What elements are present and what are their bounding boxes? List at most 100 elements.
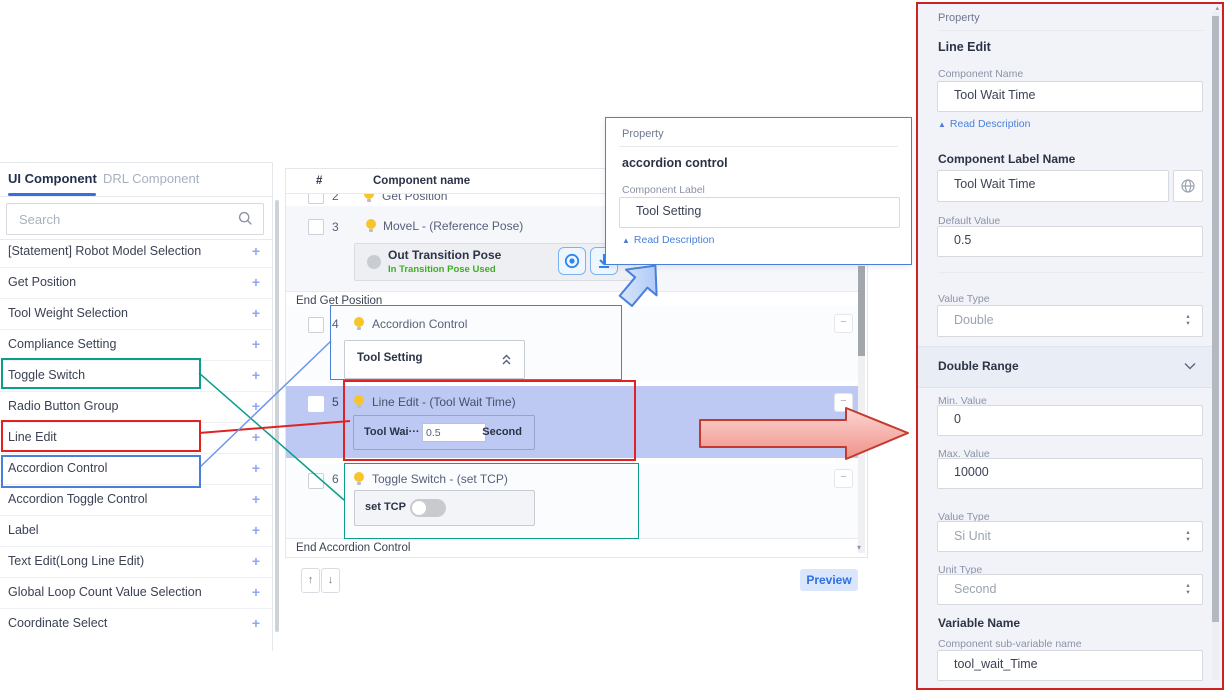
sidebar-item-label: Tool Weight Selection xyxy=(8,306,128,320)
field-label: Tool Wai··· xyxy=(364,426,420,438)
add-icon[interactable]: + xyxy=(251,336,260,352)
red-callout-arrow-icon xyxy=(699,407,909,460)
sub-variable-input[interactable] xyxy=(952,656,1181,672)
sidebar-item-statement-robot-model-selection[interactable]: [Statement] Robot Model Selection+ xyxy=(0,236,272,268)
read-description-link[interactable]: ▲Read Description xyxy=(622,234,715,246)
table-row-accordion-control[interactable]: 4 Accordion Control Tool Setting − xyxy=(286,306,865,381)
preview-button[interactable]: Preview xyxy=(800,569,858,591)
double-range-section-header[interactable]: Double Range xyxy=(918,346,1218,388)
collapse-row-button[interactable]: − xyxy=(834,314,853,333)
sidebar-item-coordinate-select[interactable]: Coordinate Select + xyxy=(0,608,272,639)
line-edit-field-box: Tool Wai··· Second xyxy=(353,415,535,450)
sidebar-item-radio-button-group[interactable]: Radio Button Group+ xyxy=(0,391,272,423)
sidebar-item-global-loop-count[interactable]: Global Loop Count Value Selection+ xyxy=(0,577,272,609)
popup-heading: accordion control xyxy=(622,156,728,170)
collapse-row-button[interactable]: − xyxy=(834,393,853,412)
min-value-input[interactable] xyxy=(952,411,1181,427)
component-label-input[interactable] xyxy=(634,203,876,219)
move-up-button[interactable]: ↑ xyxy=(301,568,320,593)
wait-time-input[interactable] xyxy=(422,423,486,442)
si-value-type-select[interactable]: Si Unit ▴▾ xyxy=(937,521,1203,552)
min-value-label: Min. Value xyxy=(938,395,987,407)
table-row-toggle-switch[interactable]: 6 Toggle Switch - (set TCP) set TCP − xyxy=(286,464,865,538)
set-tcp-toggle[interactable] xyxy=(410,499,446,517)
record-pose-button[interactable] xyxy=(558,247,586,275)
line-edit-property-panel: Property Line Edit Component Name ▲Read … xyxy=(916,2,1224,690)
sidebar-item-label: Accordion Toggle Control xyxy=(8,492,148,506)
add-icon[interactable]: + xyxy=(251,615,260,631)
add-icon[interactable]: + xyxy=(251,398,260,414)
sidebar-item-tool-weight-selection[interactable]: Tool Weight Selection + xyxy=(0,298,272,330)
default-value-input[interactable] xyxy=(952,232,1181,248)
row-name: Line Edit - (Tool Wait Time) xyxy=(372,395,516,409)
scroll-down-arrow-icon[interactable]: ▾ xyxy=(857,543,862,552)
stepper-icon: ▴▾ xyxy=(1186,529,1190,543)
sidebar-item-label: Label xyxy=(8,523,39,537)
sidebar-item-label: Line Edit xyxy=(8,430,57,444)
add-icon[interactable]: + xyxy=(251,584,260,600)
add-icon[interactable]: + xyxy=(251,274,260,290)
add-icon[interactable]: + xyxy=(251,243,260,259)
sidebar-item-label: Toggle Switch xyxy=(8,368,86,382)
row-checkbox[interactable] xyxy=(308,317,324,333)
row-checkbox[interactable] xyxy=(308,194,324,204)
row-checkbox[interactable] xyxy=(308,219,324,235)
default-value-input-box xyxy=(937,226,1203,257)
add-icon[interactable]: + xyxy=(251,491,260,507)
triangle-up-icon: ▲ xyxy=(938,120,946,129)
sidebar-scrollbar[interactable] xyxy=(275,200,279,632)
table-scrollbar-track[interactable] xyxy=(858,264,865,553)
sidebar-item-label: Coordinate Select xyxy=(8,616,108,630)
scroll-up-arrow-icon[interactable]: ▴ xyxy=(1215,5,1219,12)
max-value-label: Max. Value xyxy=(938,448,990,460)
add-icon[interactable]: + xyxy=(251,429,260,445)
panel-scrollbar-thumb[interactable] xyxy=(1212,16,1219,622)
sidebar-item-get-position[interactable]: Get Position+ xyxy=(0,267,272,299)
add-icon[interactable]: + xyxy=(251,460,260,476)
value-type-select[interactable]: Double ▴▾ xyxy=(937,305,1203,337)
sidebar-item-label-component[interactable]: Label + xyxy=(0,515,272,547)
triangle-up-icon: ▲ xyxy=(622,236,630,245)
table-row-get-position[interactable]: 2 Get Position xyxy=(286,194,865,206)
si-value-type-label: Value Type xyxy=(938,511,990,523)
add-icon[interactable]: + xyxy=(251,367,260,383)
sub-variable-label: Component sub-variable name xyxy=(938,638,1082,650)
search-icon xyxy=(238,211,252,225)
collapse-chevrons-icon[interactable] xyxy=(501,353,512,366)
bulb-icon xyxy=(354,472,364,485)
unit-type-select[interactable]: Second ▴▾ xyxy=(937,574,1203,605)
sidebar-item-accordion-control[interactable]: Accordion Control+ xyxy=(0,453,272,485)
component-name-input[interactable] xyxy=(952,87,1181,103)
collapse-row-button[interactable]: − xyxy=(834,469,853,488)
accordion-label: Tool Setting xyxy=(357,352,423,364)
row-number: 5 xyxy=(332,395,339,409)
sidebar-item-toggle-switch[interactable]: Toggle Switch + xyxy=(0,360,272,392)
add-icon[interactable]: + xyxy=(251,305,260,321)
bulb-icon xyxy=(366,219,376,232)
unit-type-value: Second xyxy=(954,582,997,596)
search-input[interactable] xyxy=(17,208,231,230)
tab-ui-component[interactable]: UI Component xyxy=(8,171,97,186)
sidebar-item-text-edit[interactable]: Text Edit(Long Line Edit)+ xyxy=(0,546,272,578)
pose-status-dot xyxy=(367,255,381,269)
row-checkbox[interactable] xyxy=(308,396,324,412)
row-checkbox[interactable] xyxy=(308,473,324,489)
read-description-link[interactable]: ▲Read Description xyxy=(938,118,1031,130)
add-icon[interactable]: + xyxy=(251,553,260,569)
translate-button[interactable] xyxy=(1173,170,1203,202)
table-scrollbar-thumb[interactable] xyxy=(858,266,865,356)
component-label-name-input[interactable] xyxy=(952,176,1152,192)
value-type-label: Value Type xyxy=(938,293,990,305)
tab-drl-component[interactable]: DRL Component xyxy=(103,171,200,186)
transition-pose-box: Out Transition Pose In Transition Pose U… xyxy=(354,243,636,281)
accordion-header[interactable]: Tool Setting xyxy=(344,340,525,379)
sidebar-item-accordion-toggle-control[interactable]: Accordion Toggle Control + xyxy=(0,484,272,516)
max-value-input[interactable] xyxy=(952,464,1181,480)
add-icon[interactable]: + xyxy=(251,522,260,538)
move-down-button[interactable]: ↓ xyxy=(321,568,340,593)
sidebar-item-line-edit[interactable]: Line Edit + xyxy=(0,422,272,454)
sidebar-item-compliance-setting[interactable]: Compliance Setting+ xyxy=(0,329,272,361)
value-type-value: Double xyxy=(954,313,994,327)
pose-status: In Transition Pose Used xyxy=(388,264,496,275)
accordion-property-popup: Property accordion control Component Lab… xyxy=(605,117,912,265)
